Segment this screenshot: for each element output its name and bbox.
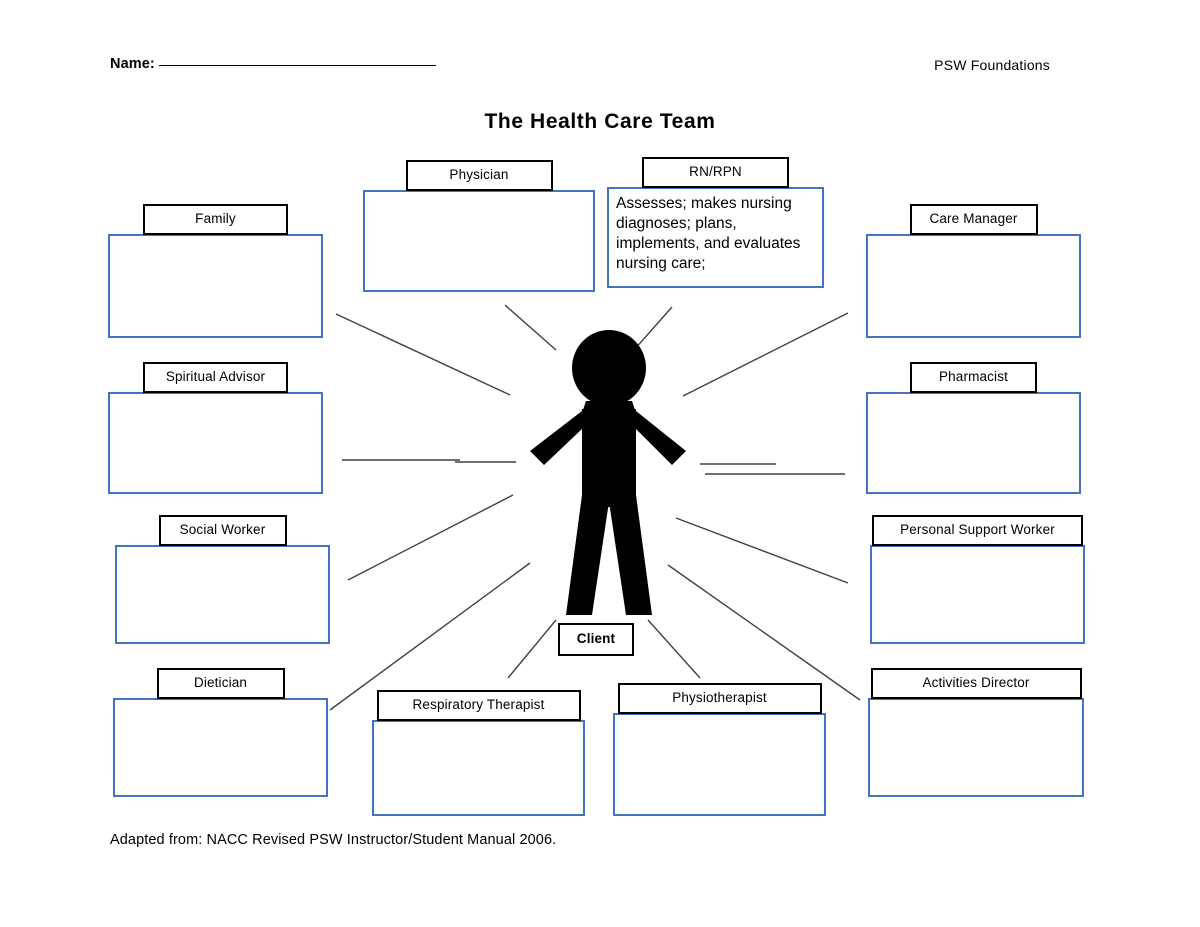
node-social-worker: Social Worker [115, 515, 330, 644]
node-care-manager-box[interactable] [866, 233, 1081, 338]
node-care-manager-label: Care Manager [909, 204, 1038, 235]
node-care-manager-text [868, 236, 1079, 241]
line-to-social-worker [347, 494, 514, 581]
node-respiratory-therapist: Respiratory Therapist [372, 690, 585, 816]
line-to-family [335, 313, 511, 396]
line-to-psw [675, 517, 849, 584]
node-personal-support-worker-label: Personal Support Worker [872, 515, 1083, 546]
node-respiratory-therapist-text [374, 722, 583, 727]
node-rn-rpn-box[interactable]: Assesses; makes nursing diagnoses; plans… [607, 186, 824, 288]
name-input-line[interactable] [158, 65, 436, 66]
node-spiritual-advisor-text [110, 394, 321, 399]
node-family-label: Family [143, 204, 288, 235]
node-pharmacist-box[interactable] [866, 391, 1081, 494]
line-to-care-manager [682, 312, 849, 397]
source-note: Adapted from: NACC Revised PSW Instructo… [110, 832, 557, 848]
name-field-row: Name: [110, 56, 436, 72]
node-pharmacist: Pharmacist [866, 362, 1081, 494]
line-to-dietician [329, 562, 531, 711]
node-activities-director: Activities Director [868, 668, 1084, 797]
node-spiritual-advisor-box[interactable] [108, 391, 323, 494]
node-physician: Physician [363, 160, 595, 292]
name-label: Name: [110, 56, 155, 72]
node-dietician-box[interactable] [113, 697, 328, 797]
node-pharmacist-text [868, 394, 1079, 399]
node-physiotherapist-label: Physiotherapist [617, 683, 822, 714]
node-pharmacist-label: Pharmacist [910, 362, 1037, 393]
node-activities-director-label: Activities Director [870, 668, 1082, 699]
node-dietician-text [115, 700, 326, 705]
figure-left-leg [566, 495, 610, 615]
node-physiotherapist-box[interactable] [613, 712, 826, 816]
figure-right-arm [636, 411, 686, 465]
node-respiratory-therapist-label: Respiratory Therapist [376, 690, 581, 721]
stick-figure-client [530, 330, 686, 615]
node-physiotherapist-text [615, 715, 824, 720]
node-dietician-label: Dietician [156, 668, 285, 699]
node-care-manager: Care Manager [866, 204, 1081, 338]
node-rn-rpn: RN/RPN Assesses; makes nursing diagnoses… [607, 157, 824, 288]
node-physiotherapist: Physiotherapist [613, 683, 826, 816]
figure-left-arm [530, 411, 582, 465]
node-spiritual-advisor-label: Spiritual Advisor [143, 362, 288, 393]
course-title: PSW Foundations [934, 57, 1050, 73]
node-social-worker-box[interactable] [115, 544, 330, 644]
node-dietician: Dietician [113, 668, 328, 797]
node-social-worker-text [117, 547, 328, 552]
page-title: The Health Care Team [484, 110, 716, 133]
node-rn-rpn-label: RN/RPN [642, 157, 789, 188]
node-client-label: Client [558, 623, 634, 656]
node-activities-director-box[interactable] [868, 697, 1084, 797]
node-rn-rpn-text: Assesses; makes nursing diagnoses; plans… [616, 194, 801, 273]
node-family-text [110, 236, 321, 241]
node-family-box[interactable] [108, 233, 323, 338]
node-respiratory-therapist-box[interactable] [372, 719, 585, 816]
node-spiritual-advisor: Spiritual Advisor [108, 362, 323, 494]
line-to-physiotherapist [647, 619, 701, 679]
node-personal-support-worker: Personal Support Worker [870, 515, 1085, 644]
node-personal-support-worker-box[interactable] [870, 544, 1085, 644]
node-physician-label: Physician [405, 160, 553, 191]
node-activities-director-text [870, 700, 1082, 705]
node-personal-support-worker-text [872, 547, 1083, 552]
node-family: Family [108, 204, 323, 338]
figure-right-leg [608, 495, 652, 615]
node-physician-text [365, 192, 593, 197]
figure-head [572, 330, 646, 406]
node-client: Client [558, 623, 634, 656]
node-physician-box[interactable] [363, 189, 595, 292]
node-social-worker-label: Social Worker [158, 515, 287, 546]
line-to-respiratory-therapist [507, 619, 557, 679]
figure-torso [582, 409, 636, 507]
